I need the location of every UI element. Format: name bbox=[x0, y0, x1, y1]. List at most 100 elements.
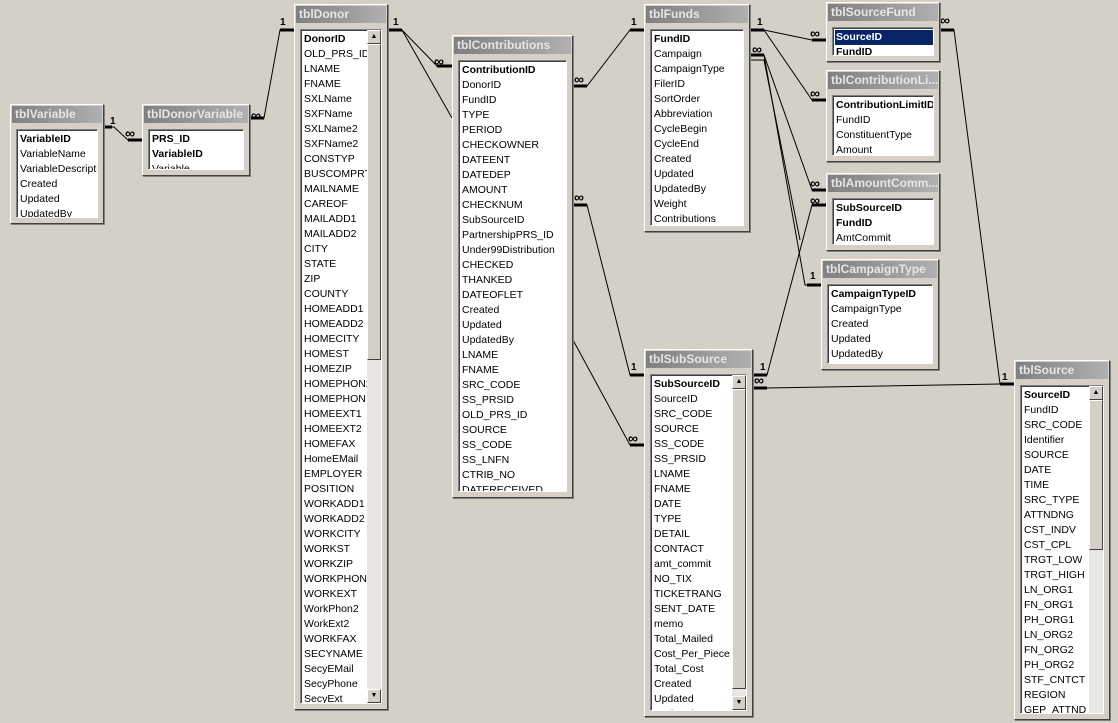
field-row[interactable]: DATE bbox=[654, 498, 682, 510]
field-row[interactable]: DATEDEP bbox=[462, 169, 511, 181]
field-row[interactable]: LNAME bbox=[654, 468, 691, 480]
field-row[interactable]: WORKST bbox=[304, 543, 351, 555]
field-row[interactable]: Under99Distribution bbox=[462, 244, 555, 256]
field-row[interactable]: PH_ORG2 bbox=[1024, 659, 1075, 671]
field-row[interactable]: SubSourceID bbox=[836, 202, 902, 214]
field-row[interactable]: VariableID bbox=[20, 133, 71, 145]
field-row[interactable]: Created bbox=[20, 178, 58, 190]
field-row[interactable]: WORKZIP bbox=[304, 558, 353, 570]
field-row[interactable]: Created bbox=[654, 153, 692, 165]
field-row[interactable]: ContributionID bbox=[462, 64, 536, 76]
scrollbar[interactable]: ▲ ▼ bbox=[367, 30, 381, 703]
field-row[interactable]: FundID bbox=[836, 46, 873, 56]
field-row[interactable]: SENT_DATE bbox=[654, 603, 716, 615]
field-row[interactable]: VariableName bbox=[20, 148, 86, 160]
field-row[interactable]: DonorID bbox=[462, 79, 502, 91]
field-row[interactable]: Updated bbox=[462, 319, 502, 331]
field-row[interactable]: CST_INDV bbox=[1024, 524, 1076, 536]
field-row[interactable]: Variable bbox=[152, 163, 190, 170]
field-row[interactable]: STF_CNTCT bbox=[1024, 674, 1086, 686]
table-title[interactable]: tblFunds bbox=[646, 6, 748, 23]
scroll-up-icon[interactable]: ▲ bbox=[367, 30, 381, 44]
field-row[interactable]: BUSCOMPRT bbox=[304, 168, 371, 180]
scroll-down-icon[interactable]: ▼ bbox=[367, 689, 381, 703]
field-row[interactable]: FN_ORG1 bbox=[1024, 599, 1074, 611]
field-row[interactable]: TRGT_LOW bbox=[1024, 554, 1083, 566]
scroll-thumb[interactable] bbox=[367, 44, 381, 360]
field-row[interactable]: DATE bbox=[1024, 464, 1052, 476]
field-row[interactable]: FNAME bbox=[304, 78, 341, 90]
field-row[interactable]: Updated bbox=[654, 693, 694, 705]
field-row[interactable]: SS_PRSID bbox=[462, 394, 514, 406]
field-row[interactable]: DATERECEIVED bbox=[462, 484, 543, 492]
field-row[interactable]: LN_ORG1 bbox=[1024, 584, 1074, 596]
field-row[interactable]: LNAME bbox=[462, 349, 499, 361]
table-title[interactable]: tblContributions bbox=[454, 37, 571, 54]
field-row[interactable]: CST_CPL bbox=[1024, 539, 1072, 551]
field-row[interactable]: THANKED bbox=[462, 274, 513, 286]
field-row[interactable]: CITY bbox=[304, 243, 328, 255]
field-row[interactable]: MAILADD2 bbox=[304, 228, 357, 240]
scroll-up-icon[interactable]: ▲ bbox=[732, 375, 746, 389]
field-row[interactable]: SubSourceID bbox=[654, 378, 720, 390]
field-row[interactable]: SS_CODE bbox=[654, 438, 705, 450]
field-row[interactable]: ConstituentType bbox=[836, 129, 912, 141]
field-row[interactable]: HOMEFAX bbox=[304, 438, 356, 450]
scroll-down-icon[interactable]: ▼ bbox=[732, 696, 746, 710]
field-row[interactable]: MAILNAME bbox=[304, 183, 359, 195]
field-row[interactable]: SecyPhone bbox=[304, 678, 358, 690]
field-row[interactable]: Identifier bbox=[1024, 434, 1065, 446]
field-row[interactable]: HomeEMail bbox=[304, 453, 359, 465]
field-row[interactable]: CHECKED bbox=[462, 259, 514, 271]
field-row[interactable]: SRC_CODE bbox=[1024, 419, 1083, 431]
field-row[interactable]: CHECKOWNER bbox=[462, 139, 540, 151]
field-row[interactable]: FN_ORG2 bbox=[1024, 644, 1074, 656]
field-row[interactable]: PRS_ID bbox=[152, 133, 190, 145]
field-row[interactable]: WORKPHON bbox=[304, 573, 367, 585]
field-row[interactable]: OLD_PRS_ID bbox=[304, 48, 370, 60]
field-row[interactable]: SXFName2 bbox=[304, 138, 359, 150]
field-row[interactable]: UpdatedBy bbox=[654, 707, 746, 710]
field-row[interactable]: CTRIB_NO bbox=[462, 469, 516, 481]
field-row[interactable]: HOMEEXT2 bbox=[304, 423, 362, 435]
field-row[interactable]: FundID bbox=[1024, 404, 1059, 416]
field-row[interactable]: SecyEMail bbox=[304, 663, 354, 675]
field-row[interactable]: MAILADD1 bbox=[304, 213, 357, 225]
field-row[interactable]: Created bbox=[831, 318, 869, 330]
field-row[interactable]: SECYNAME bbox=[304, 648, 363, 660]
field-row[interactable]: CampaignTypeID bbox=[831, 288, 916, 300]
field-row[interactable]: SOURCE bbox=[654, 423, 699, 435]
scroll-thumb[interactable] bbox=[1089, 400, 1103, 550]
field-row[interactable]: UpdatedBy bbox=[462, 334, 514, 346]
field-row[interactable]: Updated bbox=[654, 168, 694, 180]
field-row[interactable]: DonorID bbox=[304, 33, 346, 45]
field-row[interactable]: DETAIL bbox=[654, 528, 690, 540]
field-row[interactable]: WORKCITY bbox=[304, 528, 361, 540]
field-row[interactable]: WORKADD1 bbox=[304, 498, 365, 510]
field-row[interactable]: SubSourceID bbox=[462, 214, 525, 226]
field-row[interactable]: TICKETRANG bbox=[654, 588, 722, 600]
field-row[interactable]: LNAME bbox=[304, 63, 341, 75]
field-row[interactable]: FNAME bbox=[654, 483, 691, 495]
field-row[interactable]: Created bbox=[654, 678, 692, 690]
field-row[interactable]: Contributions bbox=[654, 213, 716, 225]
field-row[interactable]: CampaignType bbox=[654, 63, 725, 75]
table-title[interactable]: tblVariable bbox=[12, 106, 102, 123]
field-row[interactable]: PartnershipPRS_ID bbox=[462, 229, 554, 241]
field-row[interactable]: NO_TIX bbox=[654, 573, 692, 585]
field-row[interactable]: UpdatedBy bbox=[831, 348, 883, 360]
field-row[interactable]: SXLName bbox=[304, 93, 352, 105]
field-row[interactable]: WORKEXT bbox=[304, 588, 358, 600]
